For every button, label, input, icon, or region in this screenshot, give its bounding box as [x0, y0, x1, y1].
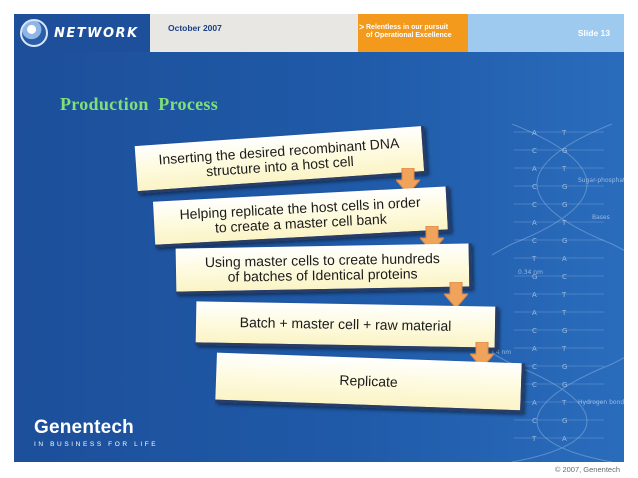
helix-base-label: A [532, 291, 537, 299]
slide-number: Slide 13 [468, 14, 624, 52]
helix-base-label: G [562, 183, 567, 191]
helix-base-label: G [562, 201, 567, 209]
process-step-1: Inserting the desired recombinant DNA st… [134, 125, 428, 195]
header-motto-text: Relentless in our pursuit of Operational… [366, 24, 452, 39]
helix-base-label: G [562, 237, 567, 245]
process-step-4: Batch + master cell + raw material [195, 301, 499, 351]
process-step-1-text: Inserting the desired recombinant DNA st… [157, 134, 400, 179]
dna-helix-illustration: A T C G A T C G C G A T C G T A G C A T A T C G A T C G C G A T C G T A Suga… [492, 124, 624, 462]
helix-base-label: G [562, 417, 567, 425]
slide-title: Production Process [60, 94, 219, 114]
helix-base-label: T [561, 345, 567, 353]
helix-annotation: 0.34 nm [518, 269, 543, 276]
process-step-2: Helping replicate the host cells in orde… [152, 186, 452, 248]
helix-base-label: T [531, 255, 537, 263]
helix-base-label: T [561, 399, 567, 407]
helix-base-label: A [532, 345, 537, 353]
helix-base-label: T [561, 309, 567, 317]
helix-base-label: C [532, 417, 537, 425]
helix-base-label: G [532, 273, 537, 281]
header-motto: > Relentless in our pursuit of Operation… [358, 14, 468, 52]
helix-base-label: G [562, 327, 567, 335]
brand-name: Genentech [34, 417, 134, 438]
chevron-right-icon: > [359, 22, 365, 32]
network-emblem-icon [20, 19, 48, 47]
helix-base-label: A [532, 219, 537, 227]
helix-base-label: C [532, 147, 537, 155]
helix-base-label: A [532, 165, 537, 173]
helix-base-label: T [561, 129, 567, 137]
helix-base-label: G [562, 381, 567, 389]
slide-content-panel: A T C G A T C G C G A T C G T A G C A T A T C G A T C G C G A T C G T A Suga… [14, 52, 624, 462]
helix-base-label: C [532, 183, 537, 191]
helix-base-label: A [562, 435, 567, 443]
helix-base-label: T [561, 219, 567, 227]
process-step-3: Using master cells to create hundreds of… [175, 243, 473, 295]
network-logo: NETWORK [14, 14, 150, 52]
process-step-5-text: Replicate [339, 371, 399, 390]
copyright-footer: © 2007, Genentech [554, 465, 620, 474]
helix-annotation: Hydrogen bonds between bases [578, 399, 624, 406]
down-arrow-icon [468, 341, 496, 369]
helix-base-label: C [562, 273, 567, 281]
down-arrow-icon [394, 167, 422, 195]
helix-annotation: Bases [592, 214, 610, 221]
helix-base-label: A [532, 129, 537, 137]
helix-base-label: C [532, 237, 537, 245]
helix-base-label: G [562, 363, 567, 371]
process-step-5: Replicate [215, 352, 525, 414]
genentech-logo: Genentech IN BUSINESS FOR LIFE [34, 417, 158, 448]
process-step-2-text: Helping replicate the host cells in orde… [179, 193, 421, 236]
header-date: October 2007 [150, 14, 358, 52]
helix-base-label: C [532, 327, 537, 335]
helix-base-label: C [532, 201, 537, 209]
slide-header: NETWORK October 2007 > Relentless in our… [14, 14, 624, 52]
network-logo-text: NETWORK [54, 25, 139, 41]
brand-tagline: IN BUSINESS FOR LIFE [34, 441, 159, 448]
helix-annotation: Sugar-phosphate backbone [578, 177, 624, 184]
helix-base-label: T [531, 435, 537, 443]
helix-base-label: T [561, 291, 567, 299]
helix-annotation: 3.4 nm [492, 349, 511, 356]
process-step-3-text: Using master cells to create hundreds of… [204, 249, 440, 285]
helix-base-label: A [562, 255, 567, 263]
helix-base-label: T [561, 165, 567, 173]
helix-base-label: C [532, 363, 537, 371]
helix-base-label: A [532, 309, 537, 317]
helix-base-label: C [532, 381, 537, 389]
helix-base-label: A [532, 399, 537, 407]
process-step-4-text: Batch + master cell + raw material [239, 314, 452, 334]
down-arrow-icon [442, 281, 470, 309]
helix-base-label: G [562, 147, 567, 155]
